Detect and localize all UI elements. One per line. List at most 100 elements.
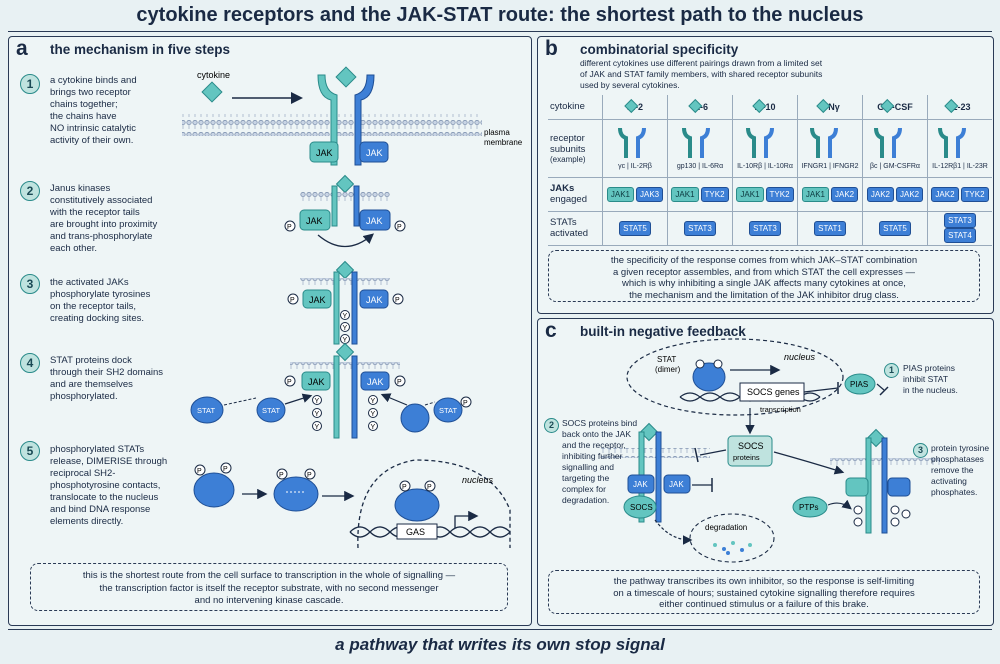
panel-c-note: the pathway transcribes its own inhibito… xyxy=(548,570,980,614)
membrane-label-2: membrane xyxy=(484,138,523,147)
jak-c3-left xyxy=(845,477,869,497)
receptor-ifng: IFNGR1 | IFNGR2 xyxy=(797,119,863,178)
jak-step2-right xyxy=(359,209,391,231)
jak-pill: JAK1 xyxy=(801,186,829,202)
jak-step3-right xyxy=(359,289,389,309)
stat-pill: STAT3 xyxy=(684,220,716,236)
svg-text:SOCS genes: SOCS genes xyxy=(747,387,800,397)
svg-text:P: P xyxy=(287,224,292,231)
footer-rule xyxy=(8,629,992,630)
stat-pill: STAT5 xyxy=(619,220,651,236)
cytokine-step4 xyxy=(335,342,355,362)
panel-b-intro: different cytokines use different pairin… xyxy=(580,58,823,90)
svg-text:JAK: JAK xyxy=(306,216,323,226)
jak-pill: JAK2 xyxy=(931,186,959,202)
jak-step4-left xyxy=(301,371,331,391)
receptor-il10: IL-10Rβ | IL-10Rα xyxy=(732,119,798,178)
svg-text:SOCS: SOCS xyxy=(630,503,653,512)
svg-text:JAK: JAK xyxy=(366,216,383,226)
cytokine-step2 xyxy=(335,174,355,194)
svg-text:STAT: STAT xyxy=(439,406,457,415)
stat-dimer-c xyxy=(692,362,726,392)
stat-pill: STAT1 xyxy=(814,220,846,236)
svg-text:JAK: JAK xyxy=(367,377,384,387)
stat-pill: STAT3 xyxy=(749,220,781,236)
socs-proteins-box xyxy=(727,435,773,467)
svg-text:P: P xyxy=(279,472,284,479)
cytokine-il23: IL-23 xyxy=(949,101,971,112)
cytokine-icon xyxy=(688,98,703,114)
cytokine-icon xyxy=(752,98,767,114)
receptor-subunit-icon xyxy=(810,127,820,158)
jak-pill: JAK2 xyxy=(896,186,924,202)
cytokine-icon xyxy=(880,98,895,114)
cytokine-c-right xyxy=(866,428,886,448)
svg-text:PTPs: PTPs xyxy=(799,503,819,512)
svg-text:P: P xyxy=(307,472,312,479)
panel-b-letter: b xyxy=(545,37,558,60)
bound-cytokine xyxy=(335,66,357,88)
svg-text:Y: Y xyxy=(315,398,320,405)
step-4-number: 4 xyxy=(20,353,40,373)
receptor-subunit-icon xyxy=(636,127,646,158)
svg-text:P: P xyxy=(290,297,295,304)
cytokine-icon xyxy=(816,98,831,114)
jak-left xyxy=(309,141,339,163)
svg-text:Y: Y xyxy=(315,411,320,418)
membrane-c-left xyxy=(600,448,710,458)
jak-c-right xyxy=(663,474,691,494)
svg-text:P: P xyxy=(287,379,292,386)
svg-text:STAT: STAT xyxy=(262,406,280,415)
receptor-subunit-icon xyxy=(700,127,710,158)
svg-text:(dimer): (dimer) xyxy=(655,365,681,374)
svg-text:transcription: transcription xyxy=(760,405,801,414)
gas-element xyxy=(396,523,438,540)
pstat-dimer-2 xyxy=(273,476,319,512)
page-title: cytokine receptors and the JAK-STAT rout… xyxy=(136,4,864,26)
svg-text:Y: Y xyxy=(371,398,376,405)
pstat-dimer-3 xyxy=(394,488,440,522)
membrane-label-1: plasma xyxy=(484,128,510,137)
nucleus-envelope-c xyxy=(626,338,844,416)
pstat-dimer-1 xyxy=(193,472,235,508)
receptor-subunit-icon xyxy=(938,127,948,158)
step-1-number: 1 xyxy=(20,74,40,94)
svg-text:P: P xyxy=(463,400,468,407)
svg-text:JAK: JAK xyxy=(316,148,333,158)
svg-text:proteins: proteins xyxy=(733,453,760,462)
feedback-2-number: 2 xyxy=(544,418,559,433)
panel-c-heading: built-in negative feedback xyxy=(580,324,746,339)
receptor-subunit-icon xyxy=(682,127,692,158)
jak-pill: JAK1 xyxy=(606,186,634,202)
receptor-subunit-icon xyxy=(618,127,628,158)
svg-text:GAS: GAS xyxy=(406,527,425,537)
cytokine-label: cytokine xyxy=(197,70,230,80)
svg-text:Y: Y xyxy=(371,411,376,418)
title-rule xyxy=(8,31,992,32)
receptor-subunit-icon xyxy=(892,127,902,158)
svg-text:JAK: JAK xyxy=(309,295,326,305)
cytokine-gmcsf: GM-CSF xyxy=(877,101,913,112)
svg-text:Y: Y xyxy=(343,313,348,320)
feedback-1-number: 1 xyxy=(884,363,899,378)
jak-pill: JAK2 xyxy=(831,186,859,202)
stat-left-a xyxy=(190,396,224,424)
jak-pill: TYK2 xyxy=(765,186,794,202)
cytokine-c-left xyxy=(639,422,659,442)
jak-right xyxy=(359,141,389,163)
step-3-number: 3 xyxy=(20,274,40,294)
nucleus-label-a: nucleus xyxy=(462,475,494,485)
jak-step4-right xyxy=(360,371,390,391)
svg-text:SOCS: SOCS xyxy=(738,441,764,451)
jak-c-left xyxy=(627,474,655,494)
receptor-subunit-icon xyxy=(764,127,774,158)
step-2-number: 2 xyxy=(20,181,40,201)
jak-pill: TYK2 xyxy=(700,186,729,202)
